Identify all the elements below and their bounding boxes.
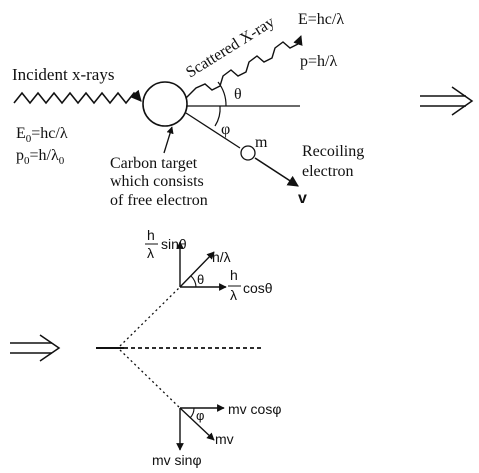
photon-y-func: sinθ — [161, 236, 187, 252]
photon-momentum-arrow — [179, 251, 215, 288]
phi-arc — [214, 105, 221, 127]
incident-xrays-label: Incident x-rays — [12, 65, 114, 84]
scattered-momentum-label: p=h/λ — [300, 53, 337, 70]
target-caption-line1: Carbon target — [110, 155, 198, 172]
velocity-arrow — [254, 157, 299, 187]
photon-y-denominator: λ — [147, 245, 154, 261]
carbon-target-circle — [142, 81, 188, 127]
photon-y-numerator: h — [147, 227, 155, 243]
photon-theta-label: θ — [197, 272, 204, 287]
electron-phi-label: φ — [196, 408, 204, 423]
electron-y-label: mv sinφ — [152, 452, 202, 468]
electron-dotted-line — [119, 349, 181, 409]
recoil-electron-circle — [240, 145, 256, 161]
photon-x-numerator: h — [230, 267, 238, 283]
photon-dotted-line — [119, 286, 181, 347]
photon-momentum-label: h/λ — [212, 249, 231, 265]
phi-label: φ — [221, 121, 230, 138]
recoiling-label-line1: Recoiling — [302, 143, 364, 160]
scattered-energy-label: E=hc/λ — [298, 11, 344, 28]
recoil-path-line — [185, 112, 241, 149]
incident-momentum-label: p0=h/λ0 — [16, 147, 65, 167]
recoiling-label-line2: electron — [302, 163, 354, 180]
electron-mass-label: m — [255, 134, 268, 151]
electron-mv-label: mv — [215, 431, 234, 447]
double-arrow-right-icon — [420, 86, 474, 116]
incident-energy-label: E0=hc/λ — [16, 125, 68, 145]
target-caption-line3: of free electron — [110, 192, 208, 209]
theta-arc — [217, 81, 227, 107]
electron-phi-arc — [189, 407, 195, 419]
theta-label: θ — [234, 86, 242, 103]
velocity-label: v — [298, 190, 307, 207]
electron-momentum-arrow — [179, 407, 215, 441]
bottom-momentum-diagram: h λ sinθ h/λ θ h λ cosθ φ mv cosφ mv mv … — [10, 227, 281, 468]
electron-x-label: mv cosφ — [228, 401, 281, 417]
target-pointer-arrow — [163, 126, 174, 154]
photon-x-denominator: λ — [230, 287, 237, 303]
top-scattering-diagram: Incident x-rays Scattered X-ray E=hc/λ p… — [12, 11, 364, 209]
photon-theta-arc — [190, 275, 197, 288]
photon-x-func: cosθ — [243, 280, 273, 296]
target-caption-line2: which consists — [110, 173, 204, 190]
double-arrow-left-side-icon — [10, 334, 61, 362]
scattered-xray-wave — [185, 35, 303, 99]
incident-xray-wave — [13, 89, 142, 105]
